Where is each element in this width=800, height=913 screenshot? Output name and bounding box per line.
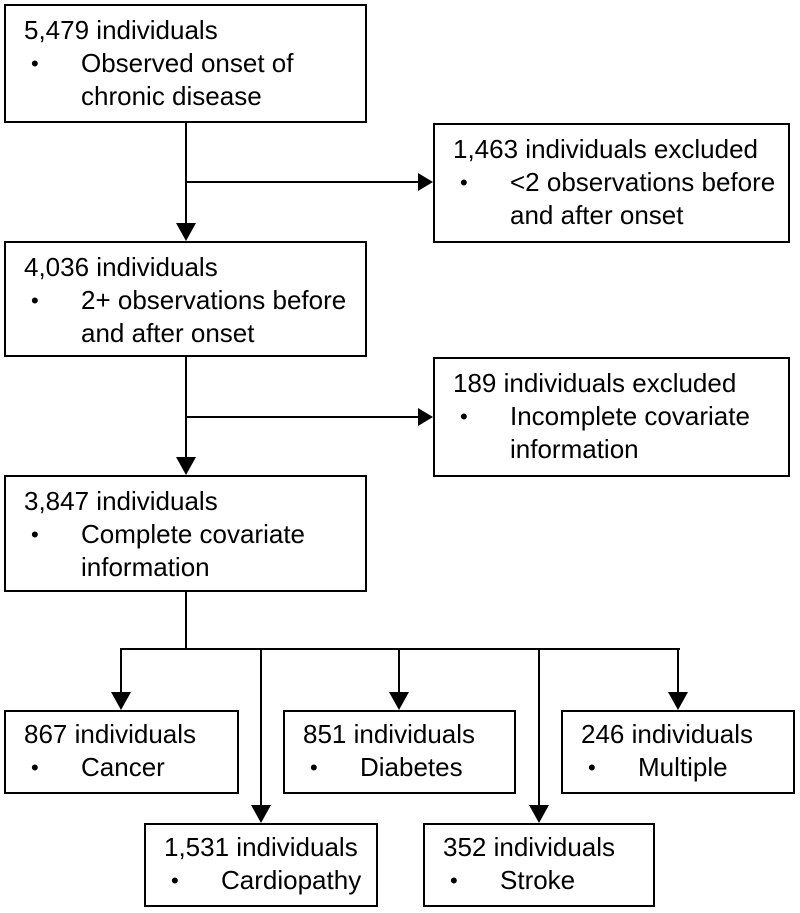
box-stroke-bullet-row: • Stroke — [443, 864, 645, 897]
box-excluded1-count: 1,463 individuals excluded — [453, 134, 758, 164]
box-stroke: 352 individuals • Stroke — [423, 823, 655, 907]
bullet-marker: • — [460, 170, 468, 195]
bullet-marker: • — [171, 868, 179, 893]
box-enrolled-description: Observed onset of chronic disease — [81, 48, 294, 111]
bullet-marker: • — [450, 868, 458, 893]
connector-to-cardiopathy — [260, 648, 262, 806]
box-observations-count: 4,036 individuals — [24, 252, 218, 282]
box-cardiopathy-description: Cardiopathy — [221, 865, 362, 895]
connector-to-cancer — [120, 648, 122, 693]
bullet-marker: • — [310, 755, 318, 780]
box-diabetes-bullet-row: • Diabetes — [303, 751, 506, 784]
arrowhead-down-icon — [389, 692, 409, 710]
arrowhead-down-icon — [668, 692, 688, 710]
connector-to-excluded2 — [186, 416, 419, 418]
box-observations-bullet-row: • 2+ observations before and after onset — [24, 284, 357, 350]
box-excluded-lt2-observations: 1,463 individuals excluded • <2 observat… — [433, 123, 790, 243]
box-complete-covariate: 3,847 individuals • Complete covariate i… — [4, 475, 367, 592]
box-multiple: 246 individuals • Multiple — [561, 710, 795, 794]
connector-to-stroke — [538, 648, 540, 806]
arrowhead-down-icon — [176, 223, 196, 241]
box-cancer-bullet-row: • Cancer — [24, 751, 229, 784]
arrowhead-right-icon — [418, 173, 433, 191]
box-complete-bullet-row: • Complete covariate information — [24, 518, 357, 584]
box-stroke-count: 352 individuals — [443, 832, 616, 862]
box-multiple-count: 246 individuals — [581, 719, 754, 749]
connector-to-multiple — [677, 648, 679, 693]
box-2plus-observations: 4,036 individuals • 2+ observations befo… — [4, 241, 367, 357]
box-cardiopathy-bullet-row: • Cardiopathy — [164, 864, 368, 897]
box-excluded-incomplete-covariate: 189 individuals excluded • Incomplete co… — [433, 357, 790, 477]
connector-enrolled-to-observations — [185, 123, 187, 224]
bullet-marker: • — [31, 755, 39, 780]
connector-observations-to-complete — [185, 357, 187, 458]
box-multiple-bullet-row: • Multiple — [581, 751, 785, 784]
box-excluded2-bullet-row: • Incomplete covariate information — [453, 400, 780, 466]
box-enrolled-count: 5,479 individuals — [24, 15, 218, 45]
box-diabetes: 851 individuals • Diabetes — [283, 710, 516, 794]
box-multiple-description: Multiple — [638, 752, 728, 782]
box-stroke-description: Stroke — [500, 865, 576, 895]
arrowhead-down-icon — [529, 805, 549, 823]
arrowhead-right-icon — [418, 408, 433, 426]
bullet-marker: • — [31, 288, 39, 313]
bullet-marker: • — [588, 755, 596, 780]
box-cardiopathy: 1,531 individuals • Cardiopathy — [144, 823, 378, 907]
branch-horizontal-line — [120, 648, 680, 650]
bullet-marker: • — [460, 404, 468, 429]
box-excluded2-count: 189 individuals excluded — [453, 368, 737, 398]
box-diabetes-description: Diabetes — [360, 752, 463, 782]
box-cancer-description: Cancer — [81, 752, 165, 782]
box-cancer: 867 individuals • Cancer — [4, 710, 239, 794]
box-enrolled-bullet-row: • Observed onset of chronic disease — [24, 47, 357, 113]
box-complete-count: 3,847 individuals — [24, 486, 218, 516]
bullet-marker: • — [31, 51, 39, 76]
box-enrolled: 5,479 individuals • Observed onset of ch… — [4, 4, 367, 123]
box-diabetes-count: 851 individuals — [303, 719, 476, 749]
connector-to-diabetes — [398, 648, 400, 693]
connector-complete-to-branch — [185, 592, 187, 650]
box-complete-description: Complete covariate information — [81, 519, 305, 582]
box-observations-description: 2+ observations before and after onset — [81, 285, 347, 348]
box-excluded2-description: Incomplete covariate information — [510, 401, 750, 464]
box-cancer-count: 867 individuals — [24, 719, 197, 749]
arrowhead-down-icon — [251, 805, 271, 823]
box-cardiopathy-count: 1,531 individuals — [164, 832, 358, 862]
box-excluded1-bullet-row: • <2 observations before and after onset — [453, 166, 780, 232]
arrowhead-down-icon — [111, 692, 131, 710]
bullet-marker: • — [31, 522, 39, 547]
box-excluded1-description: <2 observations before and after onset — [510, 167, 776, 230]
connector-to-excluded1 — [186, 181, 419, 183]
arrowhead-down-icon — [176, 457, 196, 475]
